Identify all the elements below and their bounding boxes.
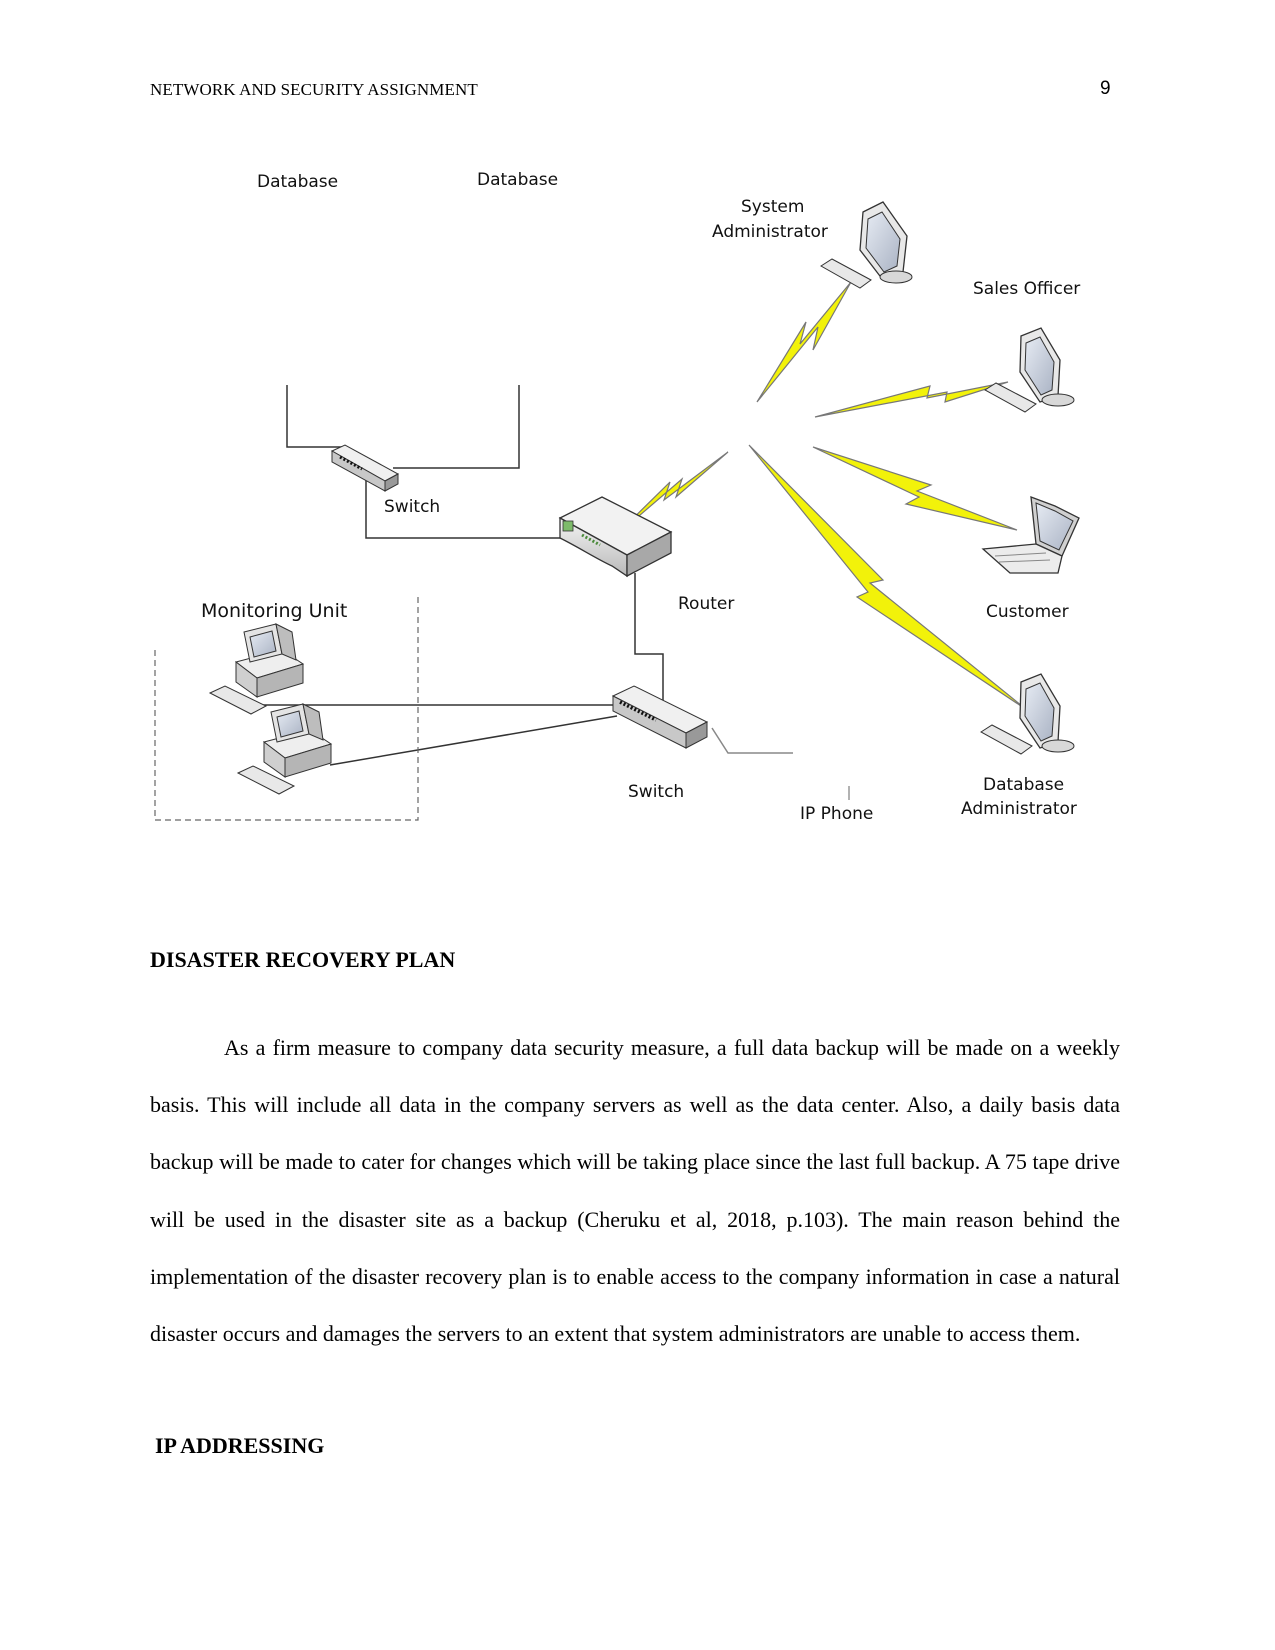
label-switch-bottom: Switch xyxy=(628,782,684,802)
network-diagram: Database Database System Administrator S… xyxy=(154,170,1080,824)
sales-officer-computer-icon xyxy=(984,327,1075,413)
heading-disaster-recovery-plan: DISASTER RECOVERY PLAN xyxy=(150,947,456,972)
running-head: NETWORK AND SECURITY ASSIGNMENT xyxy=(150,80,478,99)
wireless-bolt-customer xyxy=(812,446,1018,531)
label-sales-officer: Sales Officer xyxy=(973,279,1080,299)
label-database-1: Database xyxy=(257,172,338,192)
router-switch-link xyxy=(634,573,664,713)
database-1-link xyxy=(286,385,345,448)
router-icon xyxy=(558,496,673,578)
switch-bottom-icon xyxy=(611,685,709,749)
wireless-bolt-db-admin xyxy=(748,444,1028,711)
wireless-bolt-sales-officer xyxy=(814,381,1009,418)
label-router: Router xyxy=(678,594,734,614)
customer-laptop-icon xyxy=(981,496,1080,574)
label-system-admin-line2: Administrator xyxy=(712,222,828,242)
label-monitoring-unit: Monitoring Unit xyxy=(201,600,347,622)
page-number: 9 xyxy=(1100,78,1111,99)
disaster-recovery-paragraph: As a firm measure to company data securi… xyxy=(150,1035,1120,1347)
label-db-admin-line1: Database xyxy=(983,775,1064,795)
label-database-2: Database xyxy=(477,170,558,190)
switch-top-icon xyxy=(330,444,400,492)
wired-connections xyxy=(262,385,850,800)
monitoring-computer-1-icon xyxy=(208,623,305,715)
label-switch-top: Switch xyxy=(384,497,440,517)
system-admin-computer-icon xyxy=(820,201,913,289)
monitor-2-link xyxy=(329,715,618,766)
wireless-links xyxy=(610,281,1028,711)
label-ip-phone: IP Phone xyxy=(800,804,873,824)
monitoring-unit-boundary xyxy=(154,597,419,821)
database-2-link xyxy=(393,385,520,469)
wireless-bolt-system-admin xyxy=(756,281,852,403)
db-admin-computer-icon xyxy=(980,673,1075,755)
switch-router-link xyxy=(365,475,566,539)
heading-ip-addressing: IP ADDRESSING xyxy=(155,1433,325,1458)
ip-phone-link xyxy=(711,727,793,754)
label-customer: Customer xyxy=(986,602,1069,622)
label-system-admin-line1: System xyxy=(741,197,804,217)
monitoring-computer-2-icon xyxy=(236,703,333,795)
label-db-admin-line2: Administrator xyxy=(961,799,1077,819)
